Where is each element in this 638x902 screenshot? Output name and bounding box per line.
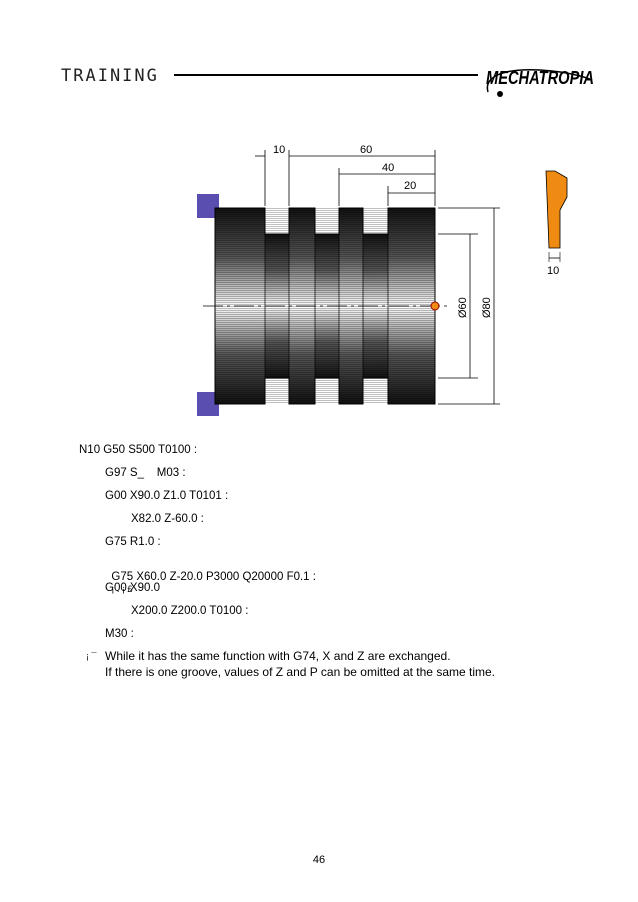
grooving-tool [545, 170, 568, 262]
dimension-lines-top [255, 150, 436, 206]
mechatropia-logo: MECHATROPIA [486, 68, 594, 97]
dim-40: 40 [382, 162, 394, 174]
chuck-jaw-top [197, 194, 219, 218]
dim-dia-80: Ø80 [481, 297, 493, 318]
program-line-8: X200.0 Z200.0 T0100 : [131, 605, 249, 617]
tool-width-label: 10 [547, 265, 559, 277]
program-line-6-suffix: ¡ . ¡ £ [111, 584, 133, 594]
svg-text:MECHATROPIA: MECHATROPIA [486, 68, 594, 88]
dim-dia-60: Ø60 [457, 297, 469, 318]
page-header-title: TRAINING [61, 66, 159, 86]
program-origin-marker [430, 301, 440, 311]
program-line-6-text: G75 X60.0 Z-20.0 P3000 Q20000 F0.1 : [111, 571, 316, 583]
program-line-6: G75 X60.0 Z-20.0 P3000 Q20000 F0.1 : ¡ .… [105, 559, 316, 595]
header-rule [174, 74, 478, 76]
dim-groove-width: 10 [273, 144, 285, 156]
note-marker: ¡ ¯ [86, 651, 97, 661]
program-line-1: N10 G50 S500 T0100 : [79, 444, 198, 456]
note-line-2: If there is one groove, values of Z and … [105, 665, 495, 679]
dim-total-length: 60 [360, 144, 372, 156]
grooving-drawing: 10 60 40 20 Ø60 Ø80 10 [197, 144, 568, 416]
program-line-7: G00 X90.0 [105, 582, 160, 594]
program-line-2: G97 S_ M03 : [105, 467, 186, 479]
program-line-3: G00 X90.0 Z1.0 T0101 : [105, 490, 229, 502]
chuck-jaw-bottom [197, 392, 219, 416]
dim-20: 20 [404, 180, 416, 192]
page-number: 46 [312, 854, 326, 866]
note-line-1: While it has the same function with G74,… [105, 649, 451, 663]
dimension-lines-diameter [438, 207, 500, 405]
program-line-5: G75 R1.0 : [105, 536, 161, 548]
program-line-9: M30 : [105, 628, 134, 640]
program-line-4: X82.0 Z-60.0 : [131, 513, 204, 525]
